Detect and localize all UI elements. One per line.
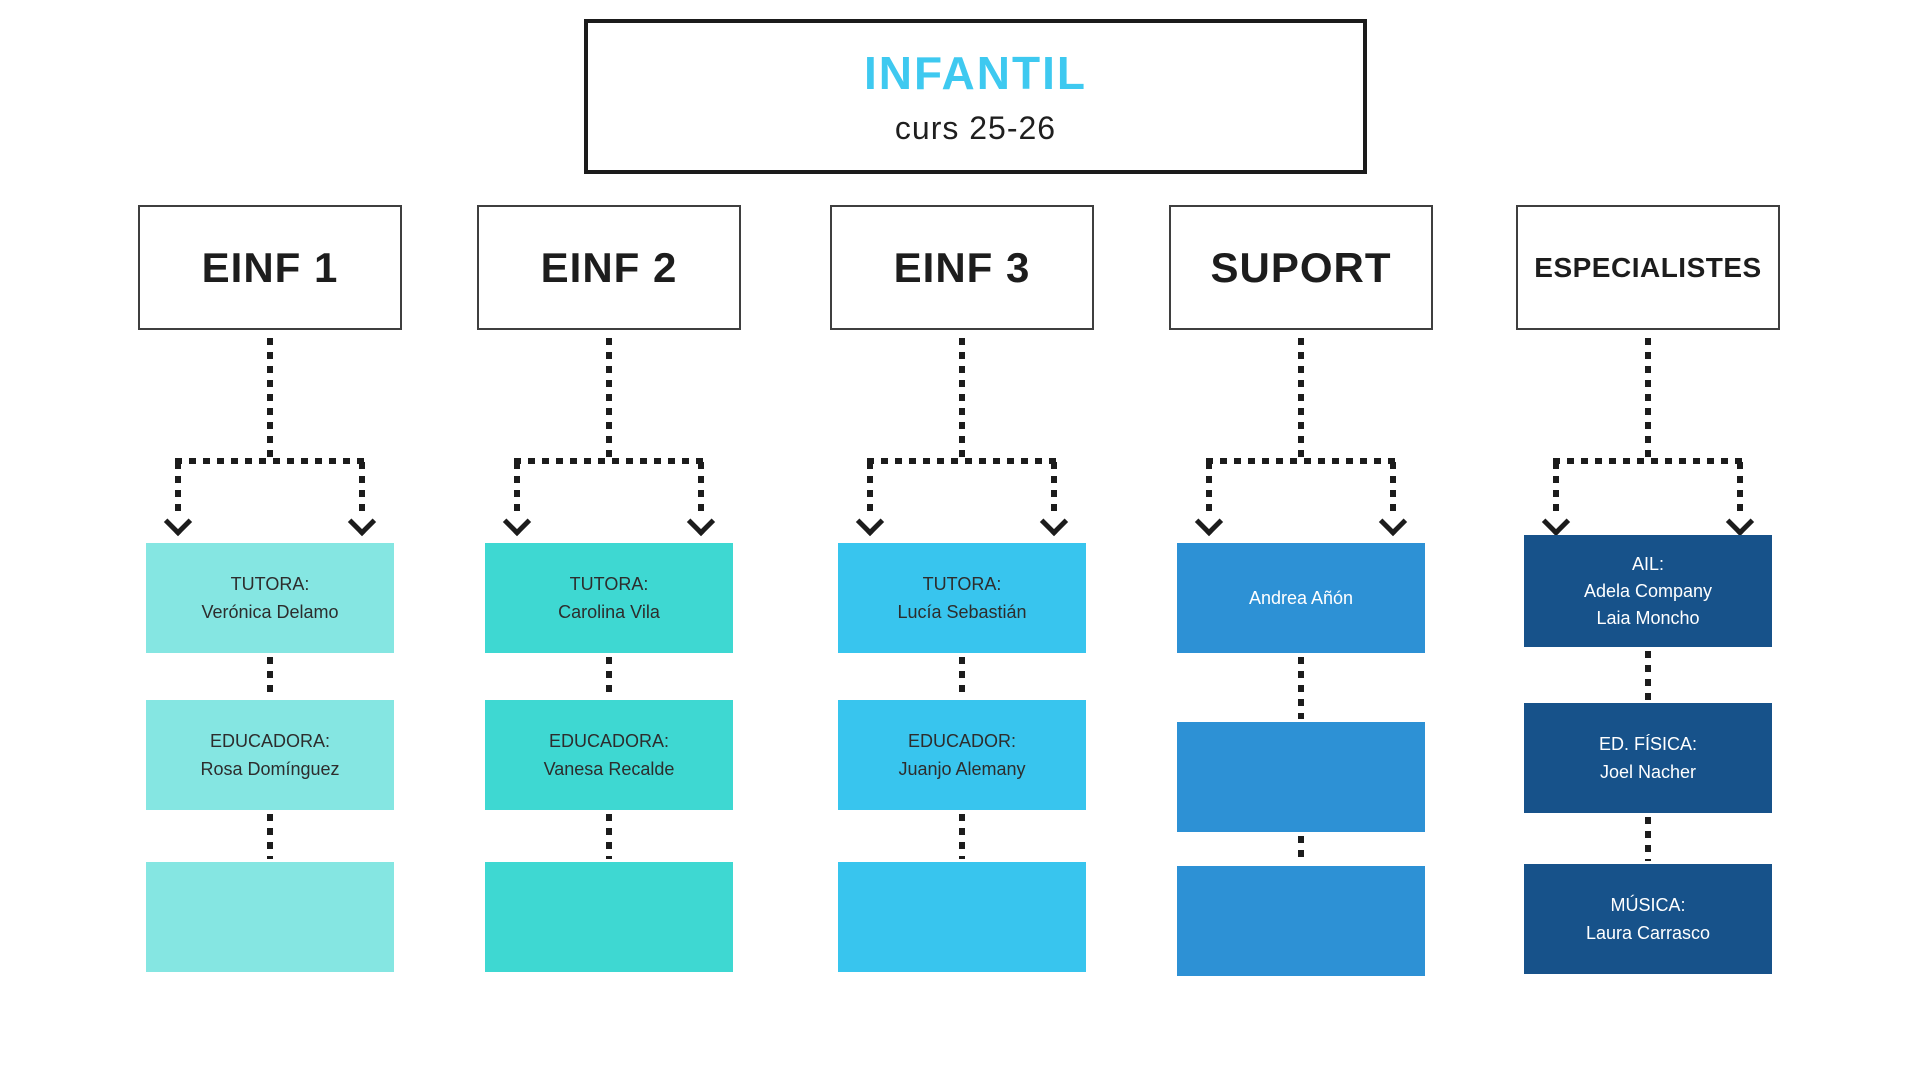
connector-stem	[1645, 338, 1651, 458]
connector-line	[1645, 651, 1651, 700]
staff-name: Laia Moncho	[1596, 607, 1700, 628]
connector-branch-left	[1553, 462, 1559, 514]
header-label: EINF 3	[893, 243, 1031, 291]
arrow-down-icon	[163, 507, 193, 537]
connector-line	[606, 657, 612, 697]
staff-box-musica: MÚSICA: Laura Carrasco	[1524, 864, 1772, 974]
staff-box-ed-fisica: ED. FÍSICA: Joel Nacher	[1524, 703, 1772, 813]
connector-branch-left	[1206, 462, 1212, 514]
connector-line	[267, 814, 273, 859]
column-einf2: EINF 2 TUTORA: Carolina Vila EDUCADORA: …	[477, 0, 741, 1080]
connector-line	[1298, 657, 1304, 719]
connector-branch-right	[359, 462, 365, 514]
staff-name: Rosa Domínguez	[200, 759, 340, 779]
connector-branch-left	[175, 462, 181, 514]
arrow-down-icon	[347, 507, 377, 537]
arrow-down-icon	[1194, 507, 1224, 537]
arrow-down-icon	[686, 507, 716, 537]
title-box: INFANTIL curs 25-26	[584, 19, 1367, 174]
staff-role: TUTORA:	[569, 574, 649, 594]
header-einf3: EINF 3	[830, 205, 1094, 330]
staff-name: Juanjo Alemany	[898, 759, 1026, 779]
header-einf2: EINF 2	[477, 205, 741, 330]
staff-box-tutora: TUTORA: Verónica Delamo	[146, 543, 394, 653]
staff-box-educador: EDUCADOR: Juanjo Alemany	[838, 700, 1086, 810]
header-label: ESPECIALISTES	[1534, 251, 1762, 283]
page-subtitle: curs 25-26	[894, 110, 1057, 146]
header-einf1: EINF 1	[138, 205, 402, 330]
column-suport: SUPORT Andrea Añón	[1169, 0, 1433, 1080]
staff-box-empty	[1177, 866, 1425, 976]
header-label: SUPORT	[1210, 243, 1392, 291]
connector-line	[606, 814, 612, 859]
staff-name: Vanesa Recalde	[543, 759, 675, 779]
staff-box-educadora: EDUCADORA: Vanesa Recalde	[485, 700, 733, 810]
header-suport: SUPORT	[1169, 205, 1433, 330]
staff-name: Carolina Vila	[558, 602, 660, 622]
column-einf1: EINF 1 TUTORA: Verónica Delamo EDUCADORA…	[138, 0, 402, 1080]
connector-branch-right	[698, 462, 704, 514]
connector-branch-left	[867, 462, 873, 514]
staff-box-empty	[1177, 722, 1425, 832]
staff-role: EDUCADOR:	[907, 731, 1016, 751]
arrow-down-icon	[1039, 507, 1069, 537]
connector-bar	[1206, 458, 1396, 464]
staff-name: Lucía Sebastián	[897, 602, 1027, 622]
staff-box-tutora: TUTORA: Lucía Sebastián	[838, 543, 1086, 653]
staff-role: EDUCADORA:	[209, 731, 330, 751]
staff-box-educadora: EDUCADORA: Rosa Domínguez	[146, 700, 394, 810]
staff-name: Verónica Delamo	[201, 602, 339, 622]
connector-branch-right	[1737, 462, 1743, 514]
connector-bar	[514, 458, 704, 464]
column-especialistes: ESPECIALISTES AIL: Adela Company Laia Mo…	[1516, 0, 1780, 1080]
connector-line	[959, 657, 965, 697]
connector-line	[1298, 836, 1304, 863]
connector-stem	[959, 338, 965, 458]
page-title: INFANTIL	[864, 47, 1087, 99]
staff-name: Laura Carrasco	[1585, 923, 1711, 943]
staff-box-empty	[146, 862, 394, 972]
staff-box-empty	[838, 862, 1086, 972]
connector-bar	[1553, 458, 1743, 464]
connector-bar	[175, 458, 365, 464]
header-label: EINF 2	[540, 243, 678, 291]
staff-role: AIL:	[1631, 553, 1665, 574]
staff-role: EDUCADORA:	[548, 731, 669, 751]
connector-stem	[1298, 338, 1304, 458]
staff-role: ED. FÍSICA:	[1598, 734, 1697, 754]
staff-box-ail: AIL: Adela Company Laia Moncho	[1524, 535, 1772, 647]
connector-line	[267, 657, 273, 697]
staff-role: TUTORA:	[230, 574, 310, 594]
staff-name: Andrea Añón	[1248, 588, 1354, 608]
arrow-down-icon	[1378, 507, 1408, 537]
connector-stem	[267, 338, 273, 458]
column-einf3: EINF 3 TUTORA: Lucía Sebastián EDUCADOR:…	[830, 0, 1094, 1080]
staff-role: TUTORA:	[922, 574, 1002, 594]
staff-box-tutora: TUTORA: Carolina Vila	[485, 543, 733, 653]
staff-box-suport: Andrea Añón	[1177, 543, 1425, 653]
staff-name: Joel Nacher	[1599, 762, 1697, 782]
arrow-down-icon	[1541, 507, 1571, 537]
header-especialistes: ESPECIALISTES	[1516, 205, 1780, 330]
staff-name: Adela Company	[1583, 580, 1713, 601]
connector-branch-left	[514, 462, 520, 514]
connector-branch-right	[1051, 462, 1057, 514]
connector-branch-right	[1390, 462, 1396, 514]
staff-role: MÚSICA:	[1610, 895, 1686, 915]
arrow-down-icon	[855, 507, 885, 537]
connector-line	[1645, 817, 1651, 861]
arrow-down-icon	[502, 507, 532, 537]
staff-box-empty	[485, 862, 733, 972]
connector-line	[959, 814, 965, 859]
header-label: EINF 1	[201, 243, 339, 291]
connector-bar	[867, 458, 1057, 464]
arrow-down-icon	[1725, 507, 1755, 537]
connector-stem	[606, 338, 612, 458]
